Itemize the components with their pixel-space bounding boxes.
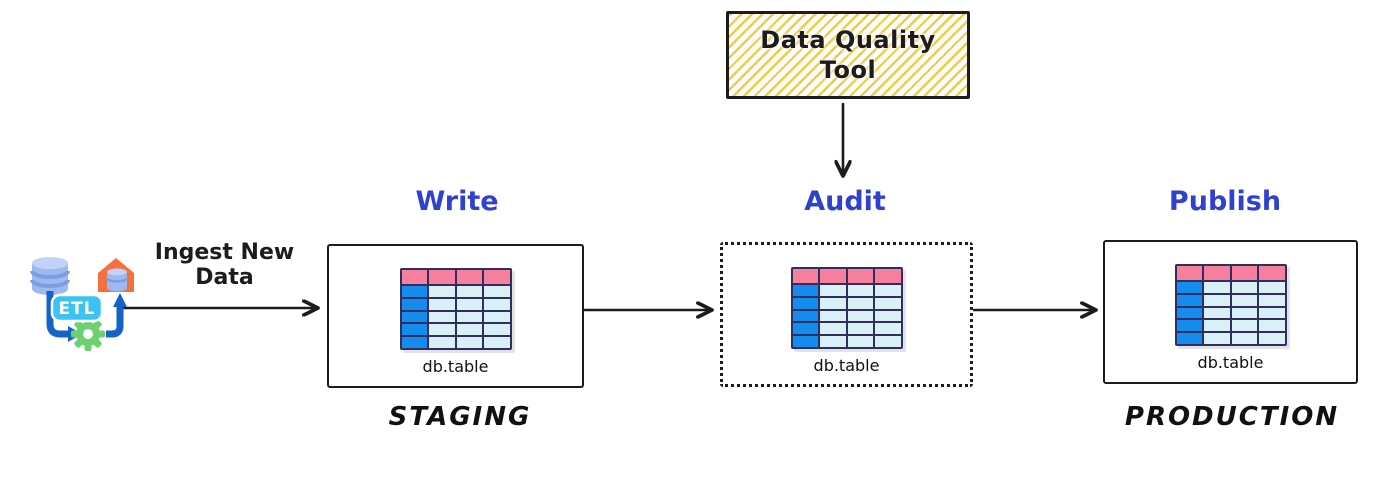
warehouse-icon xyxy=(98,258,134,292)
table-cell xyxy=(820,323,846,335)
table-cell xyxy=(1259,294,1285,306)
table-cell xyxy=(792,323,818,335)
table-cell xyxy=(401,298,427,310)
table-cell xyxy=(847,297,873,309)
table-cell xyxy=(1204,320,1230,332)
table-name-label: db.table xyxy=(1197,353,1264,372)
table-cell xyxy=(1176,333,1202,344)
table-cell xyxy=(1231,266,1257,280)
table-cell xyxy=(456,270,482,284)
table-cell xyxy=(1259,282,1285,293)
ingest-label: Ingest New Data xyxy=(132,240,317,291)
data-quality-tool-label-line2: Tool xyxy=(819,56,877,84)
table-cell xyxy=(456,286,482,297)
gear-icon xyxy=(71,317,105,351)
table-cell xyxy=(401,311,427,323)
staging-caption: STAGING xyxy=(388,402,532,432)
table-cell xyxy=(484,324,510,336)
table-cell xyxy=(1204,294,1230,306)
table-cell xyxy=(1231,294,1257,306)
table-cell xyxy=(1231,282,1257,293)
table-cell xyxy=(1176,294,1202,306)
table-cell xyxy=(1204,266,1230,280)
table-cell xyxy=(875,336,901,347)
table-name-label: db.table xyxy=(813,356,880,375)
table-cell xyxy=(820,297,846,309)
table-cell xyxy=(792,285,818,296)
staging-box: db.table xyxy=(327,244,584,388)
table-cell xyxy=(429,270,455,284)
table-cell xyxy=(456,337,482,348)
table-cell xyxy=(1259,333,1285,344)
ingest-label-line1: Ingest New xyxy=(154,240,295,265)
table-cell xyxy=(1176,282,1202,293)
table-cell xyxy=(1259,307,1285,319)
table-cell xyxy=(429,324,455,336)
table-cell xyxy=(820,336,846,347)
table-cell xyxy=(1231,320,1257,332)
table-cell xyxy=(820,269,846,283)
step-label-audit: Audit xyxy=(804,186,886,217)
table-cell xyxy=(484,337,510,348)
table-cell xyxy=(792,269,818,283)
table-cell xyxy=(1176,266,1202,280)
table-cell xyxy=(1204,333,1230,344)
table-cell xyxy=(429,286,455,297)
production-box: db.table xyxy=(1103,240,1358,384)
table-cell xyxy=(1204,307,1230,319)
table-cell xyxy=(820,310,846,322)
step-label-publish: Publish xyxy=(1168,186,1282,217)
table-cell xyxy=(792,297,818,309)
table-cell xyxy=(456,311,482,323)
table-cell xyxy=(875,323,901,335)
table-cell xyxy=(429,311,455,323)
table-name-label: db.table xyxy=(422,357,489,376)
table-cell xyxy=(1231,333,1257,344)
table-cell xyxy=(1204,282,1230,293)
table-cell xyxy=(820,285,846,296)
table-cell xyxy=(875,310,901,322)
data-quality-tool-box: Data Quality Tool xyxy=(726,11,970,99)
svg-text:ETL: ETL xyxy=(58,299,95,319)
table-cell xyxy=(429,298,455,310)
table-cell xyxy=(847,323,873,335)
step-label-write: Write xyxy=(415,186,499,217)
table-cell xyxy=(456,298,482,310)
table-cell xyxy=(1231,307,1257,319)
etl-badge: ETL xyxy=(50,293,104,323)
table-cell xyxy=(1259,320,1285,332)
table-cell xyxy=(401,337,427,348)
table-cell xyxy=(847,269,873,283)
table-cell xyxy=(484,286,510,297)
table-cell xyxy=(456,324,482,336)
table-cell xyxy=(484,270,510,284)
table-cell xyxy=(1176,320,1202,332)
database-icon xyxy=(30,257,70,295)
etl-pipeline-icon: ETL xyxy=(30,257,134,351)
table-icon xyxy=(399,268,512,350)
table-cell xyxy=(875,285,901,296)
data-quality-tool-label-line1: Data Quality xyxy=(760,26,936,54)
table-icon xyxy=(1174,264,1287,346)
table-cell xyxy=(401,286,427,297)
table-cell xyxy=(847,336,873,347)
table-cell xyxy=(875,269,901,283)
table-cell xyxy=(401,270,427,284)
table-cell xyxy=(847,285,873,296)
table-icon xyxy=(790,267,903,349)
table-cell xyxy=(875,297,901,309)
table-cell xyxy=(792,336,818,347)
table-cell xyxy=(1259,266,1285,280)
ingest-label-line2: Data xyxy=(195,265,254,291)
table-cell xyxy=(847,310,873,322)
table-cell xyxy=(401,324,427,336)
production-caption: PRODUCTION xyxy=(1124,402,1340,432)
table-cell xyxy=(484,298,510,310)
audit-box: db.table xyxy=(720,242,973,387)
table-cell xyxy=(484,311,510,323)
table-cell xyxy=(1176,307,1202,319)
table-cell xyxy=(429,337,455,348)
table-cell xyxy=(792,310,818,322)
